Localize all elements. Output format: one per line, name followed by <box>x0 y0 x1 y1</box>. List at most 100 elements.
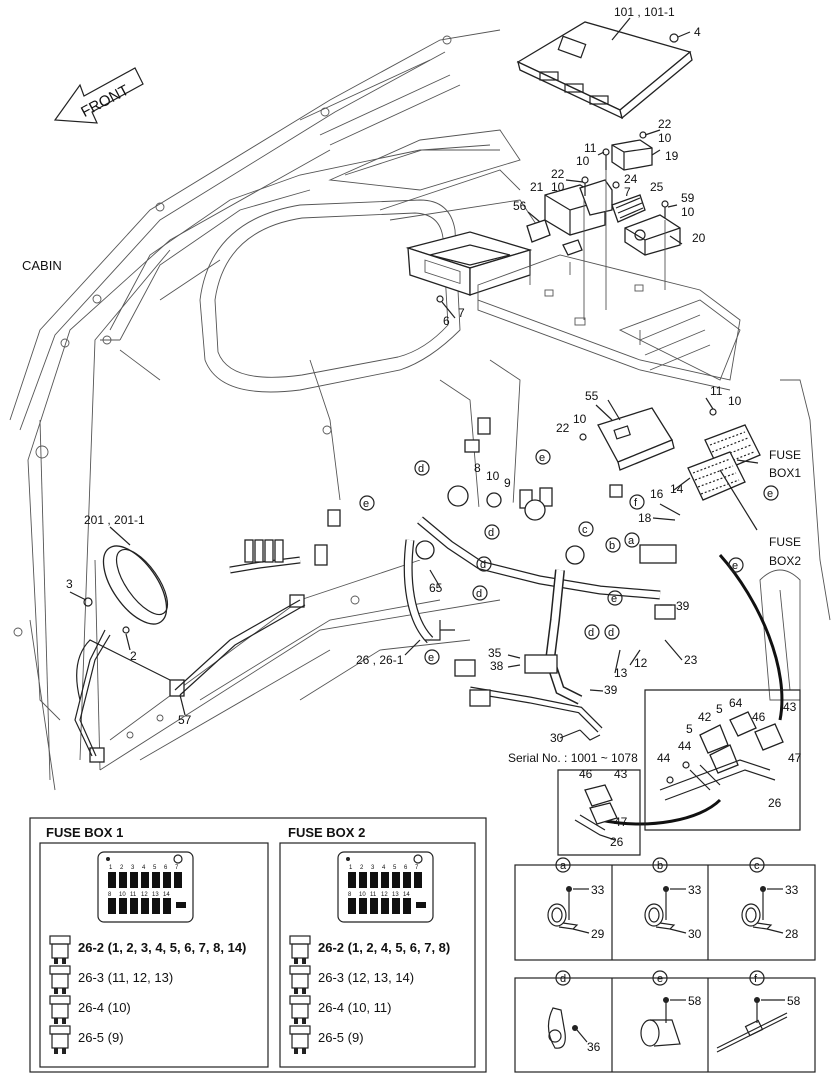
fuse-legend-text: 26-4 (10) <box>78 1000 131 1015</box>
svg-text:d: d <box>588 627 594 639</box>
tag-marker <box>749 970 765 986</box>
fuse-icon <box>289 935 311 964</box>
callout: 26 <box>768 796 782 810</box>
front-arrow: FRONT <box>53 67 144 124</box>
radio-unit <box>405 231 533 303</box>
callout: 59 <box>681 191 695 205</box>
tag-e: e <box>359 495 375 511</box>
callout: 46 <box>579 767 593 781</box>
fuse-slot <box>370 872 378 888</box>
fuse-number: 4 <box>382 865 386 871</box>
tag-d: d <box>476 556 492 572</box>
fuse-icon <box>49 1025 71 1054</box>
bolt-number: 33 <box>591 883 605 897</box>
fuse-number: 13 <box>152 892 159 898</box>
clamp-shape <box>716 1012 788 1049</box>
fuse-icon <box>49 965 71 994</box>
tag-d: d <box>414 460 430 476</box>
callout: 10 <box>551 180 565 194</box>
tag-marker <box>652 857 668 873</box>
callout: 13 <box>614 666 628 680</box>
mounting-bracket <box>477 170 741 391</box>
fuse-slot <box>119 872 127 888</box>
callout: 47 <box>788 751 802 765</box>
fuse-number: 10 <box>359 892 366 898</box>
fuse-slot <box>108 898 116 914</box>
callout: 56 <box>513 199 527 213</box>
callout: 21 <box>530 180 544 194</box>
callout: 11 <box>710 384 723 398</box>
fuse-slot <box>176 902 186 908</box>
tag-d: d <box>604 624 620 640</box>
callout: 39 <box>604 683 618 697</box>
clamp-detail-a: a 33 29 <box>547 857 605 941</box>
fuse-icon <box>49 995 71 1024</box>
bolt-head <box>760 886 766 892</box>
callout: 5 <box>716 702 723 716</box>
callout: 44 <box>657 751 671 765</box>
fuse-number: 3 <box>131 865 135 871</box>
fuse-box2-label: BOX2 <box>769 554 801 568</box>
fuse-box1-label: FUSE <box>769 448 801 462</box>
tag-e: e <box>763 485 779 501</box>
fuse-number: 11 <box>370 892 377 898</box>
tag-letter: a <box>560 860 567 872</box>
callout: 6 <box>443 314 450 328</box>
callout: 5 <box>686 722 693 736</box>
bolt-number: 33 <box>785 883 799 897</box>
callout: 10 <box>576 154 590 168</box>
callout: 101 , 101-1 <box>614 5 675 19</box>
fuse-legend-text: 26-2 (1, 2, 4, 5, 6, 7, 8) <box>318 940 450 955</box>
callout: 10 <box>573 412 587 426</box>
callout: 24 <box>624 172 638 186</box>
clamp-number: 29 <box>591 927 605 941</box>
tag-d: d <box>584 624 600 640</box>
fuse-icon <box>49 935 71 964</box>
svg-text:d: d <box>480 559 486 571</box>
callout: 7 <box>458 306 465 320</box>
monitor-55 <box>597 399 675 471</box>
fuse-slot <box>403 872 411 888</box>
callout: 11 <box>584 141 597 155</box>
fuse-slot <box>152 872 160 888</box>
fuse-slot <box>130 872 138 888</box>
fuse-number: 7 <box>415 865 419 871</box>
callout: 9 <box>504 476 511 490</box>
callout: 22 <box>658 117 672 131</box>
callouts: 101 , 101-1 4 22 10 11 10 19 22 24 21 10… <box>66 5 802 849</box>
fuse-number: 3 <box>371 865 375 871</box>
clamp-shape <box>648 907 660 923</box>
svg-text:d: d <box>418 463 424 475</box>
fuse-slot <box>381 898 389 914</box>
clamp-shape <box>558 922 579 930</box>
clamp-detail-f: f58 <box>716 970 801 1053</box>
clamp-shape <box>644 903 664 927</box>
cabin-label: CABIN <box>22 258 62 273</box>
fuse-slot <box>152 898 160 914</box>
fuse-box1-label: BOX1 <box>769 466 801 480</box>
leader-lines <box>69 129 759 739</box>
tag-letter: f <box>754 973 758 985</box>
serial-label: Serial No. : 1001 ~ 1078 <box>508 751 638 765</box>
clamp-number: 30 <box>688 927 702 941</box>
bolt-head <box>572 1025 578 1031</box>
relay-module-group <box>526 131 681 256</box>
svg-text:d: d <box>476 588 482 600</box>
tag-letter: d <box>560 973 566 985</box>
callout: 23 <box>684 653 698 667</box>
clamp-shape <box>640 1019 660 1047</box>
leader <box>669 928 687 934</box>
fuse-number: 14 <box>403 892 410 898</box>
tag-letter: c <box>754 860 760 872</box>
fuse-slot <box>130 898 138 914</box>
fuse-legend-text: 26-3 (12, 13, 14) <box>318 970 414 985</box>
clamp-number: 28 <box>785 927 799 941</box>
fuse-icon <box>289 965 311 994</box>
callout: 43 <box>783 700 797 714</box>
fuse-icon <box>289 1025 311 1054</box>
callout: 201 , 201-1 <box>84 513 145 527</box>
fuse-slot <box>141 872 149 888</box>
